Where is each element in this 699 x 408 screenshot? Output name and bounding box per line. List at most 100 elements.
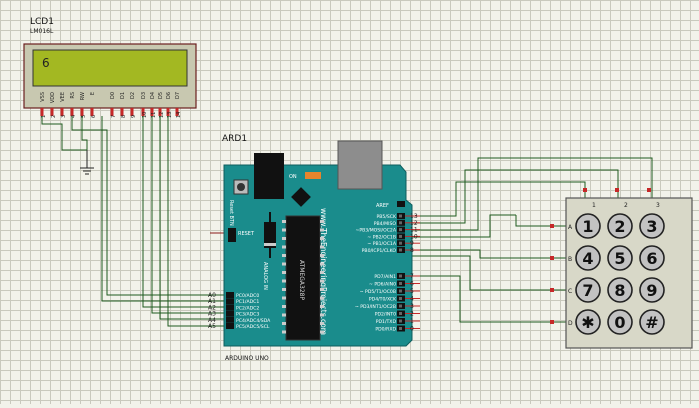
lcd-pin[interactable]	[70, 108, 74, 116]
pin-number[interactable]: A3	[208, 311, 216, 318]
lcd-pin-label-d4: D4	[150, 92, 156, 99]
pin-label: ~PB3/MOSI/OC2A	[355, 228, 396, 234]
keypad-key-cap[interactable]	[575, 277, 601, 303]
pin-label: PD2/INT0	[375, 312, 396, 318]
pin-number[interactable]: A0	[208, 292, 216, 299]
keypad-key-cap[interactable]	[607, 245, 633, 271]
lcd-pin-number: 3	[61, 115, 67, 118]
keypad-key-9[interactable]: ✱	[575, 309, 601, 335]
pin-number[interactable]: A4	[208, 317, 216, 324]
chip-pin-right	[320, 237, 324, 240]
col-pin-marker[interactable]	[615, 188, 619, 192]
keypad-key-cap[interactable]	[575, 213, 601, 239]
header-hole	[399, 234, 402, 238]
keypad-key-8[interactable]: 9	[639, 277, 665, 303]
keypad-key-cap[interactable]	[575, 245, 601, 271]
row-pin-marker[interactable]	[550, 224, 554, 228]
lcd-pin[interactable]	[110, 108, 114, 116]
header-socket	[226, 304, 234, 311]
row-pin-marker[interactable]	[550, 320, 554, 324]
col-label: 1	[592, 202, 596, 209]
atmega-chip	[285, 215, 321, 341]
col-pin-marker[interactable]	[647, 188, 651, 192]
lcd-pin[interactable]	[90, 108, 94, 116]
chip-pin-right	[320, 228, 324, 232]
keypad-key-cap[interactable]	[607, 213, 633, 239]
pin-number[interactable]: A2	[208, 304, 216, 311]
keypad-key-1[interactable]: 2	[607, 213, 633, 239]
keypad-key-cap[interactable]	[639, 277, 665, 303]
keypad-key-7[interactable]: 8	[607, 277, 633, 303]
lcd-pin[interactable]	[175, 108, 179, 116]
aref-label: AREF	[376, 203, 389, 209]
arduino-component[interactable]: ARD1 ON Reset BTN www.TheEngineeringProj…	[208, 134, 420, 362]
keypad-key-cap[interactable]	[575, 309, 601, 335]
lcd-pin[interactable]	[120, 108, 124, 116]
lcd-pin[interactable]	[166, 108, 170, 116]
keypad-key-0[interactable]: 1	[575, 213, 601, 239]
keypad-key-11[interactable]: #	[639, 309, 665, 335]
pin-label: PD1/TXD	[376, 319, 397, 325]
lcd-pin[interactable]	[80, 108, 84, 116]
pin-number[interactable]: 11	[410, 227, 418, 234]
pin-number[interactable]: 10	[410, 233, 418, 240]
header-hole	[399, 319, 402, 323]
pin-number[interactable]: 0	[410, 326, 414, 333]
pin-number[interactable]: 12	[410, 220, 418, 227]
reset-button-cap[interactable]	[237, 183, 245, 191]
header-hole	[399, 327, 402, 330]
lcd-pin[interactable]	[158, 108, 162, 116]
keypad-key-2[interactable]: 3	[639, 213, 665, 239]
pin-number[interactable]: 6	[410, 281, 414, 288]
analog-header: PC0/ADC0A0PC1/ADC1A1PC2/ADC2A2PC3/ADC3A3…	[208, 292, 271, 330]
keypad-key-cap[interactable]	[639, 245, 665, 271]
chip-pin-left	[282, 220, 286, 223]
keypad-key-10[interactable]: 0	[607, 309, 633, 335]
keypad-key-5[interactable]: 6	[639, 245, 665, 271]
keypad-key-3[interactable]: 4	[575, 245, 601, 271]
keypad-key-cap[interactable]	[639, 213, 665, 239]
pin-label: PC0/ADC0	[236, 293, 259, 299]
pin-label: PC2/ADC2	[236, 305, 259, 311]
keypad-key-4[interactable]: 5	[607, 245, 633, 271]
pin-number[interactable]: 8	[410, 247, 414, 254]
lcd-pin[interactable]	[60, 108, 64, 116]
pin-number[interactable]: 1	[410, 318, 414, 325]
row-label: D	[568, 320, 573, 327]
pin-number[interactable]: 4	[410, 296, 414, 303]
col-label: 2	[624, 202, 628, 209]
keypad-key-6[interactable]: 7	[575, 277, 601, 303]
pin-number[interactable]: 2	[410, 311, 414, 318]
chip-pins	[282, 220, 324, 334]
pin-number[interactable]: A1	[208, 298, 216, 305]
pin-number[interactable]: 7	[410, 273, 414, 280]
lcd-pin-number: 10	[142, 112, 148, 118]
row-pin-marker[interactable]	[550, 256, 554, 260]
keypad-key-cap[interactable]	[607, 309, 633, 335]
lcd-pin[interactable]	[50, 108, 54, 116]
power-jack	[254, 153, 284, 199]
col-pin-marker[interactable]	[583, 188, 587, 192]
reset-btn-label: Reset BTN	[228, 200, 234, 226]
row-pin-marker[interactable]	[550, 288, 554, 292]
lcd-pin-label-e: E	[90, 92, 96, 95]
pin-number[interactable]: A5	[208, 323, 216, 330]
header-socket	[226, 316, 234, 323]
lcd-pin[interactable]	[150, 108, 154, 116]
pin-number[interactable]: 3	[410, 303, 414, 310]
lcd-pin[interactable]	[141, 108, 145, 116]
keypad-key-cap[interactable]	[639, 309, 665, 335]
lcd-pin[interactable]	[130, 108, 134, 116]
lcd-pin[interactable]	[40, 108, 44, 116]
pin-number[interactable]: 9	[410, 240, 414, 247]
keypad-key-cap[interactable]	[607, 277, 633, 303]
pin-label: ~ PD5/T1/OC0B	[360, 289, 396, 295]
pin-number[interactable]: 13	[410, 213, 418, 220]
pin-number[interactable]: 5	[410, 288, 414, 295]
chip-pin-right	[320, 262, 324, 266]
lcd-pin-label-vdd: VDD	[50, 92, 56, 103]
